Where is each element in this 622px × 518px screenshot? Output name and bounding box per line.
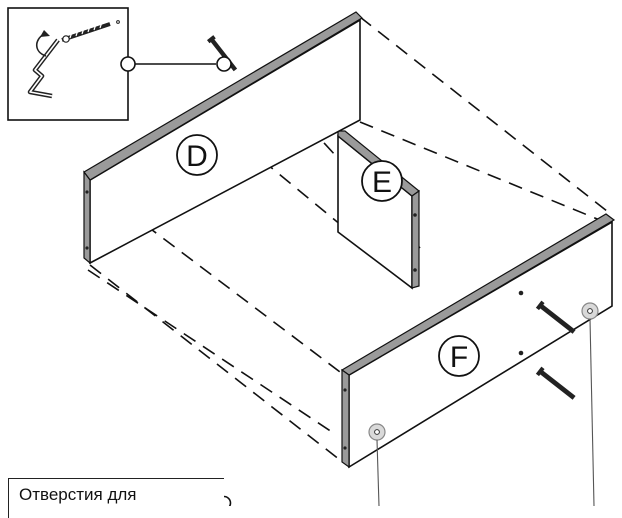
panel-f: [340, 213, 616, 469]
svg-text:D: D: [186, 140, 208, 173]
svg-text:F: F: [450, 341, 468, 374]
part-label-d: D: [176, 134, 218, 176]
callout-connector: [120, 56, 232, 72]
holes-callout-text: Отверстия для: [19, 485, 137, 504]
cam-leader-lines: [376, 318, 595, 506]
assembly-diagram: D E F: [7, 7, 616, 506]
panel-e: [337, 130, 420, 290]
part-label-e: E: [361, 160, 403, 202]
screw-icon: [535, 366, 576, 400]
screw-icon: [535, 300, 576, 334]
screwdriver-screw-icon: [7, 7, 129, 121]
holes-callout-box: Отверстия для: [8, 478, 224, 518]
panel-d: [83, 11, 363, 265]
cam-lock-icon: [581, 302, 599, 320]
cam-lock-icon: [368, 423, 386, 441]
svg-text:E: E: [372, 166, 392, 199]
part-label-f: F: [438, 335, 480, 377]
